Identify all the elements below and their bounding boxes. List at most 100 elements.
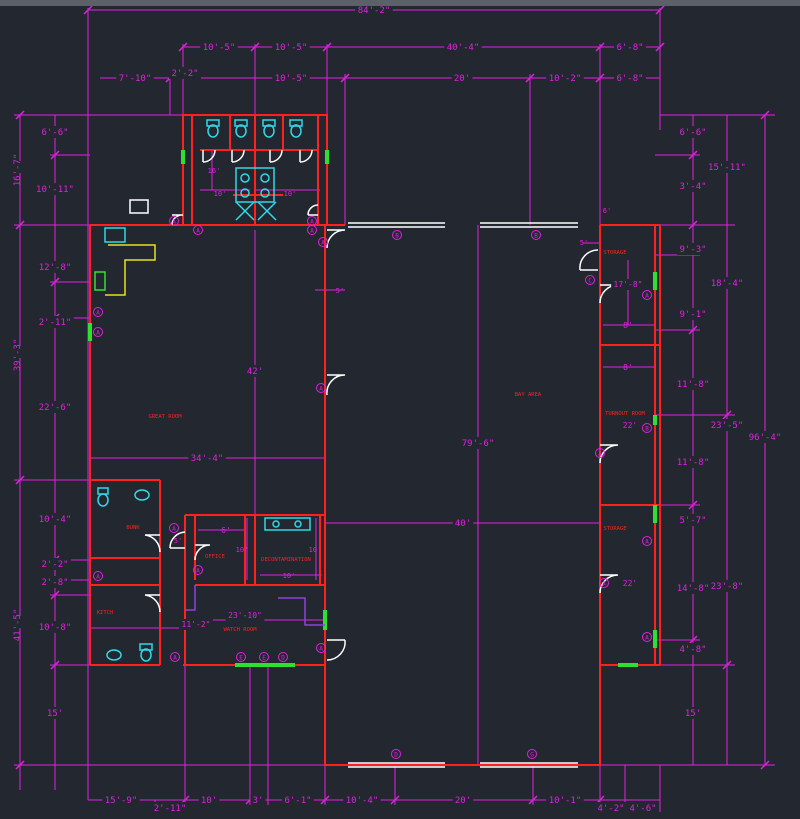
- dimension-text: 2'-2": [41, 560, 68, 570]
- dimension-text: 11'-8": [677, 458, 710, 468]
- dimension-text: 22': [623, 421, 637, 430]
- dimension-text: 10'-2": [549, 74, 582, 84]
- room-label: OFFICE: [205, 554, 225, 560]
- dimension-text: 23'-8": [711, 582, 744, 592]
- dimension-text: 17'-8": [614, 280, 643, 289]
- dimension-text: 6': [221, 526, 231, 535]
- door-marker: [307, 216, 317, 226]
- door-marker: [193, 565, 203, 575]
- door-marker: [169, 216, 179, 226]
- dimension-text: 23'-5": [711, 421, 744, 431]
- door-marker: [93, 327, 103, 337]
- door-marker-letter: A: [173, 655, 177, 662]
- door-marker-letter: A: [602, 581, 606, 588]
- dimension-text: 6'-8": [616, 43, 643, 53]
- door-marker-letter: A: [96, 310, 100, 317]
- door-marker: [316, 643, 326, 653]
- dimension-text: 16'-7": [13, 154, 23, 187]
- door-marker-letter: A: [172, 526, 176, 533]
- door-marker-letter: A: [645, 539, 649, 546]
- dimension-text: 3'-4": [679, 182, 706, 192]
- plumbing-fixtures: [94, 119, 311, 662]
- dimension-text: 39'-3": [13, 339, 23, 372]
- dimension-text: 10'-4": [39, 515, 72, 525]
- window-top-bar: [0, 0, 800, 6]
- door-marker-letter: A: [319, 386, 323, 393]
- dimension-text: 10': [236, 546, 249, 554]
- dimension-text: 2'-11": [39, 318, 72, 328]
- door-marker: [392, 230, 402, 240]
- dimension-text: 40'-4": [447, 43, 480, 53]
- dimension-text: 10'-5": [275, 74, 308, 84]
- door-marker: [531, 230, 541, 240]
- dimension-text: 4'-6": [629, 804, 656, 814]
- accent-marks: [88, 150, 657, 667]
- door-marker: [93, 571, 103, 581]
- dimension-text: 10'-5": [203, 43, 236, 53]
- door-marker-letter: A: [172, 219, 176, 226]
- door-marker-letter: A: [645, 293, 649, 300]
- dimension-text: 16': [208, 167, 221, 175]
- room-label: WATCH ROOM: [223, 627, 257, 633]
- door-marker-letter: A: [96, 330, 100, 337]
- labels: 84'-2" 10'-5" 10'-5" 40'-4" 6'-8" 7'-10" 2'-2"…: [1, 4, 784, 814]
- dimension-text: 10': [201, 796, 217, 806]
- door-marker: [391, 749, 401, 759]
- door-marker-letter: E: [239, 655, 243, 662]
- door-marker: [585, 275, 595, 285]
- dimension-text: 15': [47, 709, 63, 719]
- dimension-text: 18'-4": [711, 279, 744, 289]
- dimension-text: 9'-3": [679, 245, 706, 255]
- dimension-text: 5': [336, 287, 344, 295]
- dimension-text: 22'-6": [39, 403, 72, 413]
- room-label: STORAGE: [603, 250, 626, 256]
- room-label: TURNOUT ROOM: [605, 411, 645, 417]
- dimension-text: 10'-4": [346, 796, 379, 806]
- dimension-text: 3': [253, 796, 264, 806]
- room-label: STORAGE: [603, 526, 626, 532]
- dimension-text: 11'-2": [182, 620, 211, 629]
- dimension-text: 10'-8": [39, 623, 72, 633]
- dimension-text: 12'-8": [39, 263, 72, 273]
- door-marker: [599, 578, 609, 588]
- door-marker-letter: A: [310, 219, 314, 226]
- door-marker-letter: D: [394, 752, 398, 759]
- dimension-text: 15'-11": [708, 163, 746, 173]
- door-marker-letter: B: [534, 233, 538, 240]
- dimension-text: 2'-2": [171, 69, 198, 79]
- door-marker: [316, 383, 326, 393]
- dimension-text: 15'-9": [105, 796, 138, 806]
- dimension-text: 41'-5": [13, 609, 23, 642]
- dimension-text: 40': [455, 519, 471, 529]
- dimension-text: 11'-8": [677, 380, 710, 390]
- overall-depth-dimension: 96'-4": [749, 433, 782, 443]
- door-marker: [170, 652, 180, 662]
- door-marker-letter: A: [310, 228, 314, 235]
- dimension-text: 20': [455, 796, 471, 806]
- dimension-text: 10': [284, 190, 297, 198]
- overall-width-dimension: 84'-2": [358, 6, 391, 16]
- dimension-text: 79'-6": [462, 439, 495, 449]
- door-marker: [278, 652, 288, 662]
- dimension-text: 5': [174, 537, 182, 545]
- dimension-text: 6'-6": [41, 128, 68, 138]
- dimension-text: 7'-10": [119, 74, 152, 84]
- door-marker: [93, 307, 103, 317]
- dimension-text: 8': [623, 321, 633, 330]
- dimension-text: 5'-7": [679, 516, 706, 526]
- dimension-text: 10'-1": [549, 796, 582, 806]
- dimension-text: 22': [623, 579, 637, 588]
- dimension-text: 5': [580, 239, 588, 247]
- dimension-text: 9'-1": [679, 310, 706, 320]
- door-marker: [642, 632, 652, 642]
- openings: [129, 149, 619, 768]
- door-marker-letter: A: [321, 240, 325, 247]
- dimension-text: 20': [454, 74, 470, 84]
- dimension-text: 23'-10": [228, 611, 262, 620]
- door-marker-letter: B: [395, 233, 399, 240]
- dimension-text: 4'-8": [679, 645, 706, 655]
- door-marker-letter: B: [645, 426, 649, 433]
- dimension-text: 4'-2": [597, 804, 624, 814]
